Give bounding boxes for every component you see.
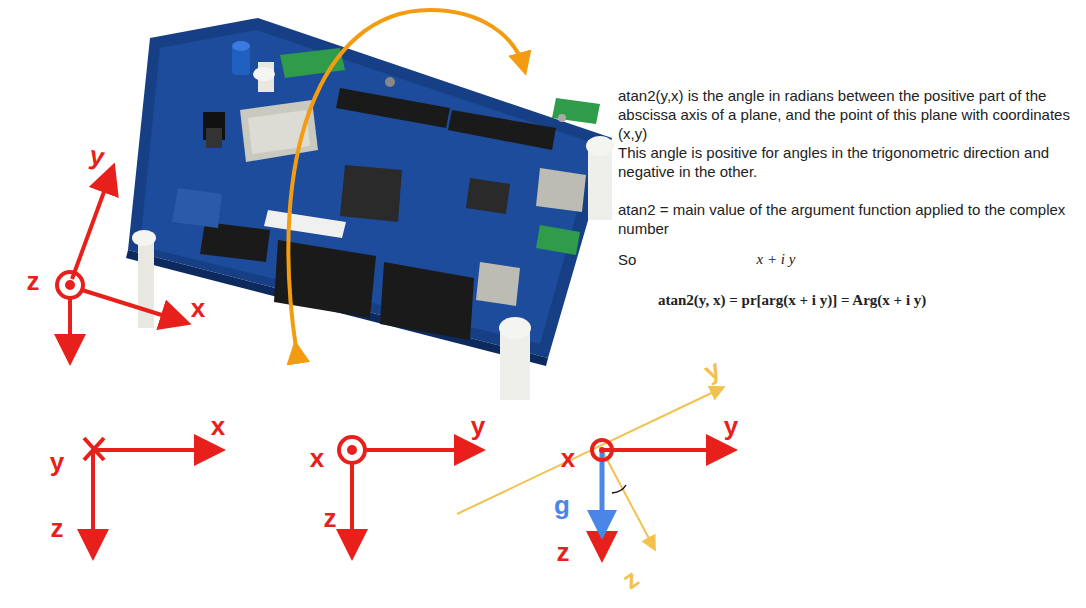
axes-rotated [457, 388, 730, 555]
explanation-text: atan2(y,x) is the angle in radians betwe… [618, 86, 1084, 143]
axis-label: x [310, 444, 324, 473]
pcb-board [126, 18, 614, 400]
axis-label: x [211, 412, 225, 441]
axes-front [84, 438, 218, 553]
axis-label: y [87, 141, 107, 172]
formula-text: x + i y [757, 251, 796, 268]
axis-label: z [324, 504, 337, 533]
axis-label: y [724, 412, 738, 441]
explanation-text: atan2 = main value of the argument funct… [618, 200, 1084, 238]
explanation-text: This angle is positive for angles in the… [618, 143, 1084, 181]
axes-board [57, 170, 184, 358]
note-text: So [618, 250, 718, 269]
axis-label: g [554, 491, 570, 520]
axis-label: y [50, 448, 64, 477]
axis-label: x [191, 294, 205, 323]
formula-text: atan2(y, x) = pr[arg(x + i y)] = Arg(x +… [658, 292, 926, 309]
axis-label: z [27, 267, 40, 296]
axis-label: z [51, 514, 64, 543]
axis-label: y [471, 412, 485, 441]
axis-label: x [561, 444, 575, 473]
rotation-arrow [288, 10, 524, 348]
axis-label: y [699, 354, 724, 386]
axis-label: z [557, 538, 570, 567]
axis-label: z [616, 564, 643, 595]
axes-side [339, 437, 478, 553]
